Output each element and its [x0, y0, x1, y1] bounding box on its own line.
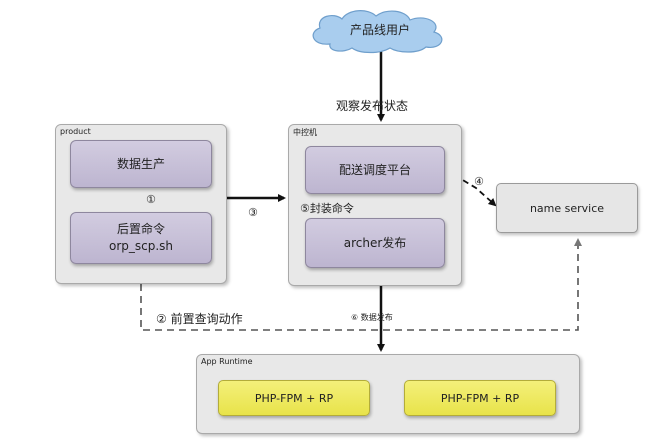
cloud-label: 产品线用户 — [349, 23, 410, 37]
archer-publish-label: archer发布 — [343, 235, 407, 250]
arrow-prequery-loop — [140, 238, 582, 331]
observe-status-label: 观察发布状态 — [336, 99, 409, 113]
step-3-label: ③ — [248, 206, 258, 219]
step-6-label: ⑥ 数据发布 — [351, 313, 393, 322]
post-command-node: 后置命令 orp_scp.sh — [70, 212, 212, 264]
archer-publish-node: archer发布 — [305, 218, 445, 268]
step-2-label: ② 前置查询动作 — [156, 312, 243, 326]
post-command-label: 后置命令 — [116, 222, 165, 236]
data-generation-label: 数据生产 — [116, 156, 165, 171]
php-fpm-node-1: PHP-FPM + RP — [218, 380, 370, 416]
php-fpm-node-2: PHP-FPM + RP — [404, 380, 556, 416]
dispatch-platform-label: 配送调度平台 — [338, 162, 411, 177]
dispatch-platform-node: 配送调度平台 — [305, 146, 445, 194]
name-service-label: name service — [529, 201, 605, 215]
php-fpm-label-1: PHP-FPM + RP — [254, 391, 334, 405]
step-1-label: ① — [146, 193, 156, 206]
cloud-icon — [312, 10, 443, 54]
data-generation-node: 数据生产 — [70, 140, 212, 188]
php-fpm-label-2: PHP-FPM + RP — [440, 391, 520, 405]
product-group-label: product — [60, 127, 91, 136]
step-4-label: ④ — [474, 175, 484, 188]
step-5-label: ⑤封装命令 — [300, 202, 354, 215]
app-runtime-label: App Runtime — [201, 357, 253, 366]
name-service-node: name service — [496, 183, 638, 233]
post-command-file: orp_scp.sh — [108, 239, 174, 253]
control-machine-label: 中控机 — [293, 128, 317, 137]
user-cloud: 产品线用户 — [300, 6, 460, 54]
